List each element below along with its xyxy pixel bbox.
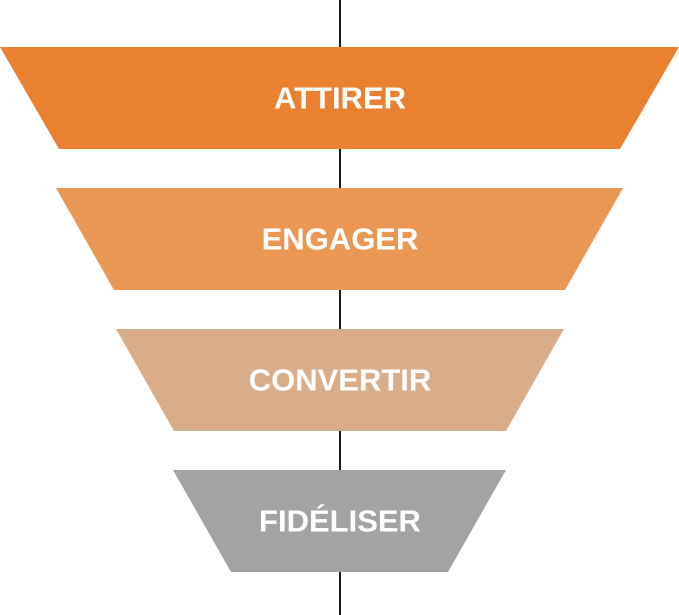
funnel-stage-shape xyxy=(56,188,623,290)
funnel-stage-fideliser: FIDÉLISER xyxy=(173,470,506,572)
funnel-stage-label: FIDÉLISER xyxy=(259,504,421,539)
funnel-stage-convertir: CONVERTIR xyxy=(116,329,564,431)
funnel-stage-shape xyxy=(173,470,506,572)
funnel-stage-label: ATTIRER xyxy=(274,81,406,116)
funnel-stage-label: CONVERTIR xyxy=(249,363,432,398)
funnel-stage-shape xyxy=(0,47,679,149)
funnel-stage-attirer: ATTIRER xyxy=(0,47,679,149)
funnel-stage-shape xyxy=(116,329,564,431)
funnel-stage-engager: ENGAGER xyxy=(56,188,623,290)
funnel-stage-label: ENGAGER xyxy=(262,222,419,257)
